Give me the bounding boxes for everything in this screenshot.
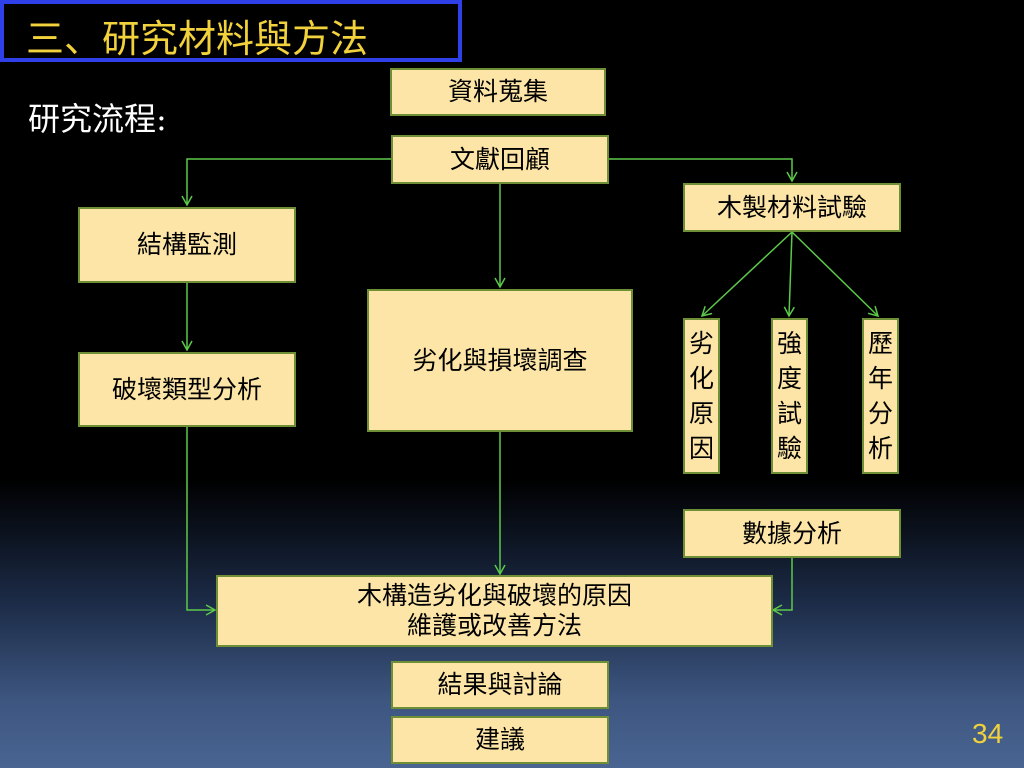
box-data-collection: 資料蒐集	[390, 68, 606, 116]
box-literature-review-label: 文獻回顧	[449, 144, 550, 174]
box-failure-type-analysis-label: 破壞類型分析	[111, 374, 262, 404]
box-wood-material-test: 木製材料試驗	[683, 183, 901, 232]
box-recommendations: 建議	[391, 716, 609, 764]
strength-test-char: 度	[776, 364, 802, 393]
box-results-discussion: 結果與討論	[391, 661, 609, 709]
yearly-analysis-char: 歷	[867, 329, 893, 358]
slide-title-frame: 三、研究材料與方法	[0, 0, 462, 62]
strength-test-char: 試	[776, 399, 802, 428]
arrow-to-degradation-cause	[700, 231, 793, 318]
arrow-data-analysis-to-causes	[771, 558, 793, 616]
causes-line-2: 維護或改善方法	[406, 611, 582, 640]
arrow-to-structural-monitoring	[181, 158, 391, 207]
slide-subtitle: 研究流程:	[28, 100, 167, 138]
box-yearly-analysis: 歷 年 分 析	[862, 318, 899, 474]
yearly-analysis-char: 年	[867, 364, 893, 393]
arrow-to-strength-test	[783, 231, 795, 318]
deg-cause-char: 因	[688, 434, 714, 463]
slide-title: 三、研究材料與方法	[26, 17, 369, 61]
box-causes-and-maintenance: 木構造劣化與破壞的原因 維護或改善方法	[216, 575, 773, 647]
deg-cause-char: 劣	[688, 329, 714, 358]
arrow-to-wood-material-test	[609, 158, 798, 183]
box-degradation-survey-label: 劣化與損壞調查	[412, 345, 588, 375]
strength-test-char: 驗	[776, 434, 802, 463]
box-structural-monitoring-label: 結構監測	[136, 230, 237, 259]
box-degradation-survey: 劣化與損壞調查	[367, 289, 633, 432]
box-data-analysis-label: 數據分析	[741, 518, 842, 548]
causes-line-1: 木構造劣化與破壞的原因	[356, 581, 632, 610]
yearly-analysis-char: 析	[867, 434, 893, 463]
box-results-discussion-label: 結果與討論	[437, 670, 563, 699]
page-number: 34	[972, 718, 1004, 749]
deg-cause-char: 化	[688, 364, 714, 393]
box-degradation-cause: 劣 化 原 因	[683, 318, 720, 474]
box-wood-material-test-label: 木製材料試驗	[716, 192, 867, 222]
box-data-analysis: 數據分析	[683, 509, 901, 558]
box-literature-review: 文獻回顧	[391, 135, 609, 184]
box-structural-monitoring: 結構監測	[78, 207, 296, 283]
arrow-to-yearly-analysis	[791, 231, 880, 318]
box-strength-test: 強 度 試 驗	[771, 318, 808, 474]
deg-cause-char: 原	[688, 399, 714, 428]
box-data-collection-label: 資料蒐集	[447, 77, 548, 106]
strength-test-char: 強	[776, 329, 802, 358]
yearly-analysis-char: 分	[867, 399, 893, 428]
box-failure-type-analysis: 破壞類型分析	[78, 352, 296, 427]
box-recommendations-label: 建議	[474, 725, 525, 754]
arrow-failure-to-causes	[186, 427, 217, 616]
